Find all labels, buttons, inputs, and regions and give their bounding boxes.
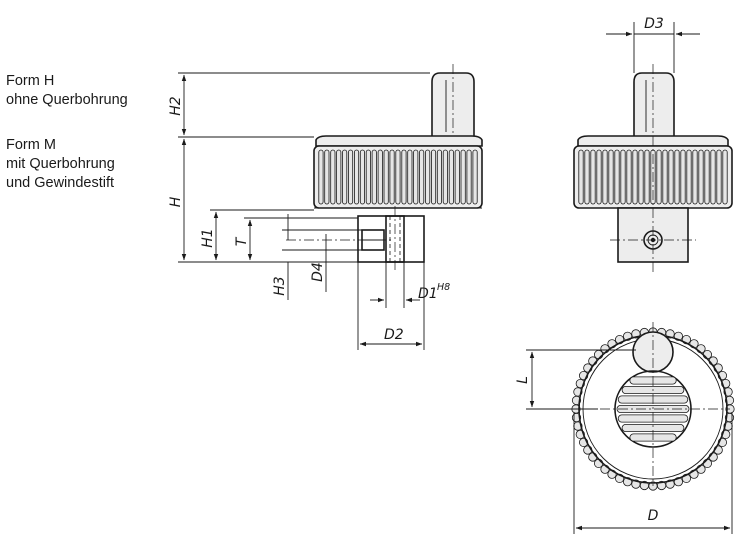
knurl-rib [644,149,650,205]
knurl-rib [442,149,448,205]
knurl-rib [614,149,620,205]
knurl-rib [584,149,590,205]
knurl-rib [318,149,324,205]
dim-h2: H2 [168,96,184,116]
knurl-rib [324,149,330,205]
front-knurl-ribs [578,149,728,205]
knurl-rib [698,149,704,205]
dim-h1: H1 [200,228,216,247]
legend-form-m: Form M mit Querbohrung und Gewindestift [6,136,115,193]
dim-h3: H3 [272,276,288,295]
knurl-rib [602,149,608,205]
knurl-rib [608,149,614,205]
legend-form-m-desc-2: und Gewindestift [6,175,115,191]
dim-d2: D2 [384,327,404,343]
knurl-rib [371,149,377,205]
knurl-rib [419,149,425,205]
top-view [571,322,735,491]
legend-form-h-title: Form H [6,73,55,89]
legend-form-h: Form H ohne Querbohrung [6,72,128,110]
knurl-rib [336,149,342,205]
knurl-rib [401,149,407,205]
knurl-rib [632,149,638,205]
legend-form-h-desc: ohne Querbohrung [6,92,128,108]
side-top-plate [315,135,483,147]
knurl-rib [626,149,632,205]
knurl-rib [716,149,722,205]
front-handle [633,72,675,139]
knurl-rib [347,149,354,205]
dim-d3: D3 [644,16,664,32]
dim-d4: D4 [310,262,326,282]
knurl-rib [668,149,674,205]
knurl-rib [680,149,686,205]
knurl-rib [342,149,348,205]
dim-d1: D1 [418,286,438,302]
knurl-rib [692,149,698,205]
knurl-rib [620,149,626,205]
knurl-rib [413,149,419,205]
dim-d1-fit: H8 [437,282,450,293]
knurl-rib [466,149,472,205]
legend-form-m-desc-1: mit Querbohrung [6,156,115,172]
dim-t: T [234,236,250,246]
knurl-rib [377,149,383,205]
knurl-rib [395,149,401,205]
dim-d: D [648,508,659,524]
knurl-rib [638,149,644,205]
legend-form-m-title: Form M [6,137,56,153]
knurl-rib [359,149,365,205]
knurl-rib [656,149,662,205]
side-view [286,64,483,272]
knurl-rib [430,149,437,205]
knurl-rib [454,149,460,205]
knurl-rib [407,149,413,205]
top-hub-stripes [616,376,690,442]
knurl-rib [686,149,692,205]
knurl-rib [578,149,584,205]
knurl-rib [710,149,716,205]
knurl-rib [472,149,478,205]
knurl-rib [722,149,728,205]
knurl-rib [596,149,602,205]
knurl-rib [353,149,360,205]
knurl-rib [674,149,680,205]
knurl-rib [662,149,668,205]
knurl-rib [590,149,596,205]
dim-h: H [168,196,184,207]
knurl-rib [389,149,395,205]
knurl-rib [365,149,371,205]
knurl-rib [425,149,431,205]
knurl-rib [460,149,466,205]
side-dimensions: H2 H H1 T H3 D4 D1 H8 D2 [168,72,450,350]
knurl-rib [330,149,336,205]
front-dimensions: D3 [606,16,700,73]
knurl-rib [448,149,454,205]
side-knurl-ribs [318,149,478,205]
dim-l: L [515,376,531,384]
knurl-rib [436,149,442,205]
knurl-rib [704,149,710,205]
top-dimensions: L D [515,349,733,534]
side-hub [357,215,425,263]
knurl-rib [383,149,389,205]
front-view [573,64,733,272]
